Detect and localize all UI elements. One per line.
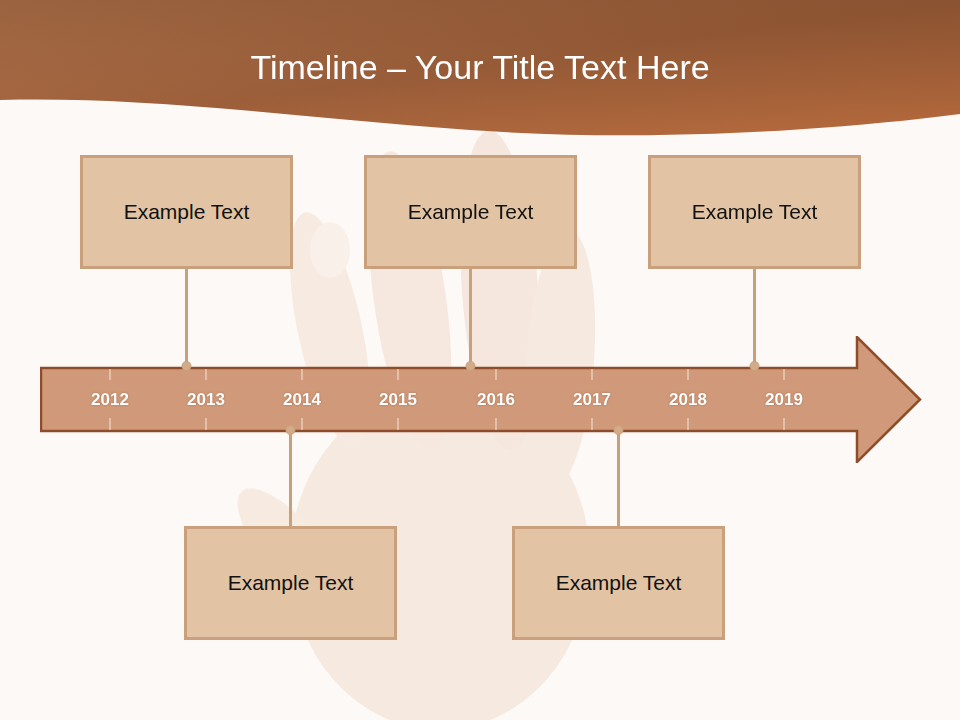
year-tick — [206, 418, 207, 430]
leader-line — [469, 269, 472, 366]
year-label: 2012 — [80, 390, 140, 410]
event-box: Example Text — [184, 526, 397, 640]
fingernail — [310, 222, 350, 278]
event-box: Example Text — [648, 155, 861, 269]
leader-line — [185, 269, 188, 366]
timeline-arrow: 2012 2013 2014 2015 2016 2017 2018 2019 — [40, 336, 922, 463]
year-tick — [496, 418, 497, 430]
year-label: 2018 — [658, 390, 718, 410]
year-label: 2013 — [176, 390, 236, 410]
year-label: 2016 — [466, 390, 526, 410]
event-text: Example Text — [222, 570, 360, 596]
leader-line — [289, 430, 292, 526]
leader-line — [617, 430, 620, 526]
event-text: Example Text — [686, 199, 824, 225]
year-label: 2017 — [562, 390, 622, 410]
connector-group — [614, 426, 623, 527]
year-tick — [398, 418, 399, 430]
year-tick — [110, 369, 111, 380]
year-tick — [398, 369, 399, 380]
year-tick — [592, 418, 593, 430]
year-tick — [206, 369, 207, 380]
header-band — [0, 0, 960, 135]
year-tick — [784, 418, 785, 430]
year-label: 2015 — [368, 390, 428, 410]
event-box: Example Text — [80, 155, 293, 269]
year-label: 2014 — [272, 390, 332, 410]
year-label: 2019 — [754, 390, 814, 410]
leader-line — [753, 269, 756, 366]
year-tick — [302, 369, 303, 380]
connector-group — [286, 426, 295, 527]
header-shade — [0, 0, 960, 135]
connector-group — [750, 269, 759, 371]
year-tick — [496, 369, 497, 380]
year-tick — [784, 369, 785, 380]
arrow-outline — [41, 337, 920, 462]
event-text: Example Text — [550, 570, 688, 596]
year-tick — [688, 418, 689, 430]
year-tick — [592, 369, 593, 380]
slide-title: Timeline – Your Title Text Here — [0, 44, 960, 90]
connector-group — [182, 269, 191, 371]
event-box: Example Text — [364, 155, 577, 269]
event-text: Example Text — [118, 199, 256, 225]
year-tick — [688, 369, 689, 380]
connector-group — [466, 269, 475, 371]
event-text: Example Text — [402, 199, 540, 225]
year-tick — [302, 418, 303, 430]
year-tick — [110, 418, 111, 430]
event-box: Example Text — [512, 526, 725, 640]
